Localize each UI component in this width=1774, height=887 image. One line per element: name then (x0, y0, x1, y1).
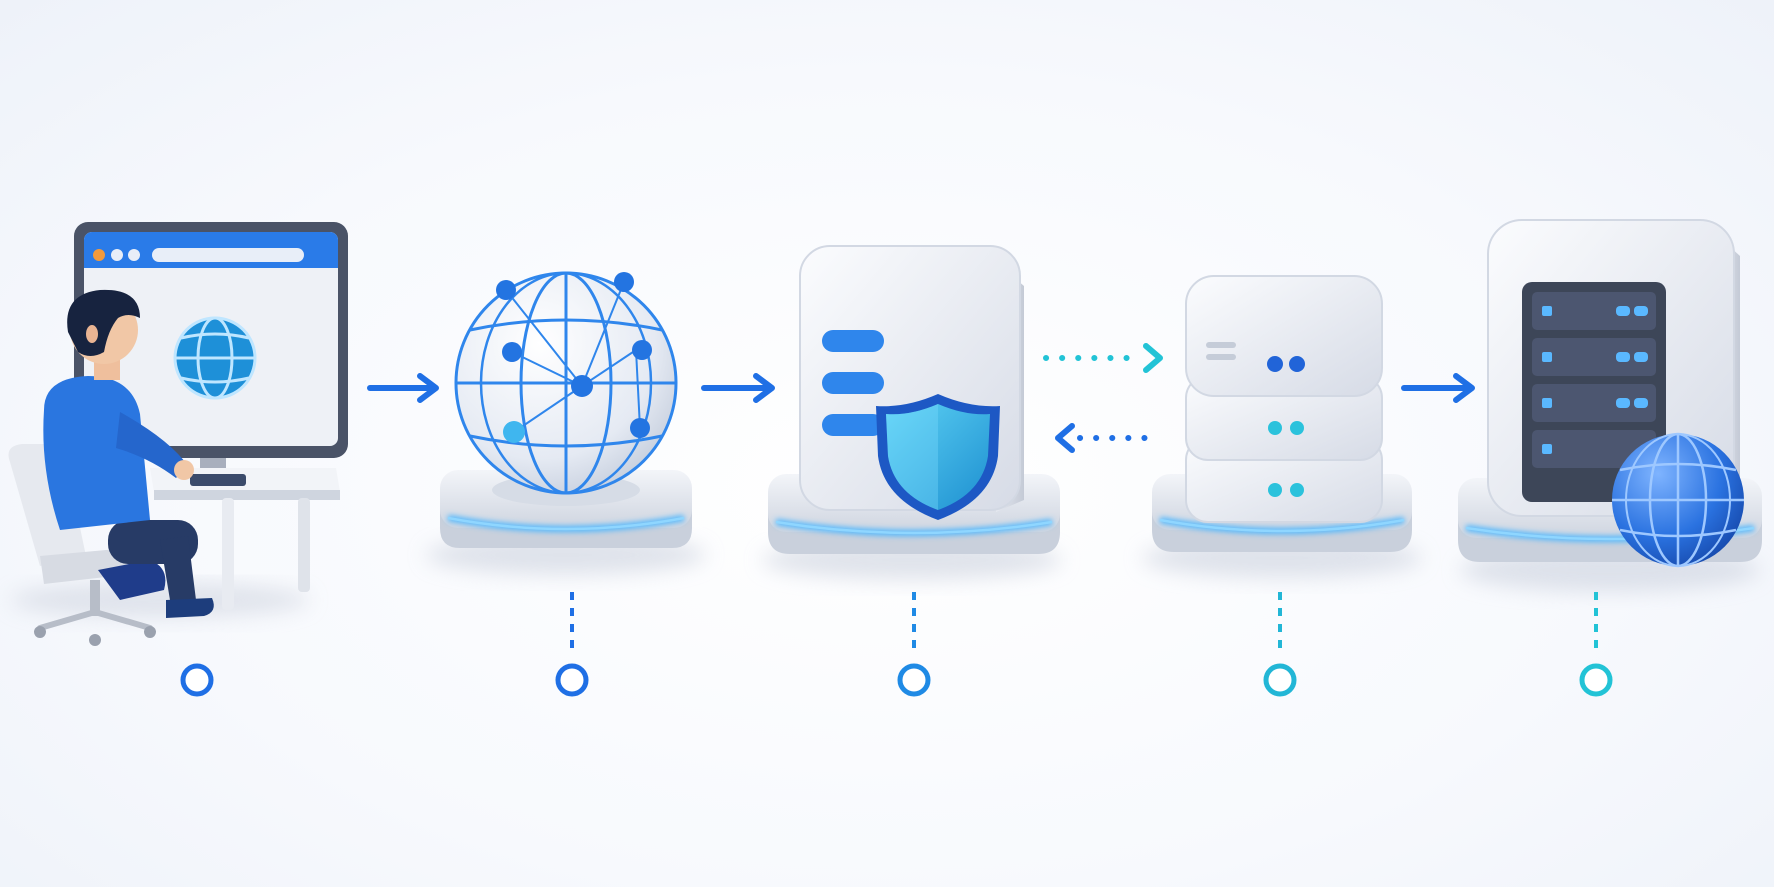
data-center-node (1458, 219, 1762, 592)
arrow-stack-to-firewall-dotted (1055, 423, 1157, 453)
server-stack-icon (1185, 275, 1383, 523)
timeline-marker (555, 663, 589, 697)
shield-icon (876, 394, 1000, 520)
timeline (180, 592, 1613, 697)
shield-server-icon (799, 245, 1024, 520)
server-rack-icon (1487, 219, 1740, 517)
user-avatar-icon (43, 289, 214, 618)
monitor-icon (74, 222, 348, 480)
firewall-server-node (762, 245, 1062, 580)
arrow-stack-to-datacenter (1401, 373, 1475, 403)
screen-globe-icon (173, 316, 257, 400)
blue-globe-icon (1612, 432, 1744, 568)
user-workstation-node (8, 222, 348, 646)
timeline-marker (1263, 663, 1297, 697)
timeline-marker (1579, 663, 1613, 697)
internet-globe-node (426, 271, 706, 575)
arrow-firewall-to-stack-dotted (1043, 343, 1163, 373)
arrow-internet-to-firewall (701, 373, 775, 403)
network-globe-icon (454, 271, 678, 495)
server-stack-node (1142, 275, 1422, 578)
desk-icon (150, 468, 340, 610)
timeline-marker (180, 663, 214, 697)
arrow-user-to-internet (367, 373, 439, 403)
timeline-marker (897, 663, 931, 697)
